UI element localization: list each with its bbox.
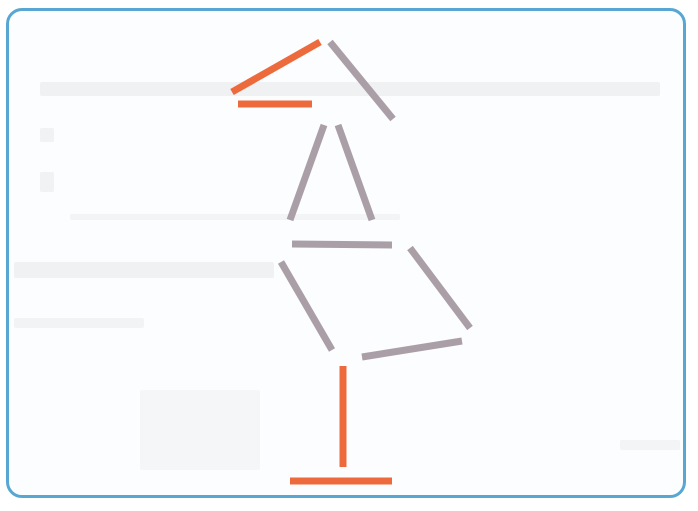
head-back-stick (330, 42, 393, 119)
body-left-stick (281, 262, 332, 350)
neck-right-stick (338, 125, 372, 220)
beak-upper-stick (232, 42, 320, 92)
body-tail-stick (410, 248, 470, 328)
body-top-stick (292, 244, 392, 245)
neck-left-stick (290, 125, 324, 220)
body-bottom-stick (362, 341, 462, 357)
